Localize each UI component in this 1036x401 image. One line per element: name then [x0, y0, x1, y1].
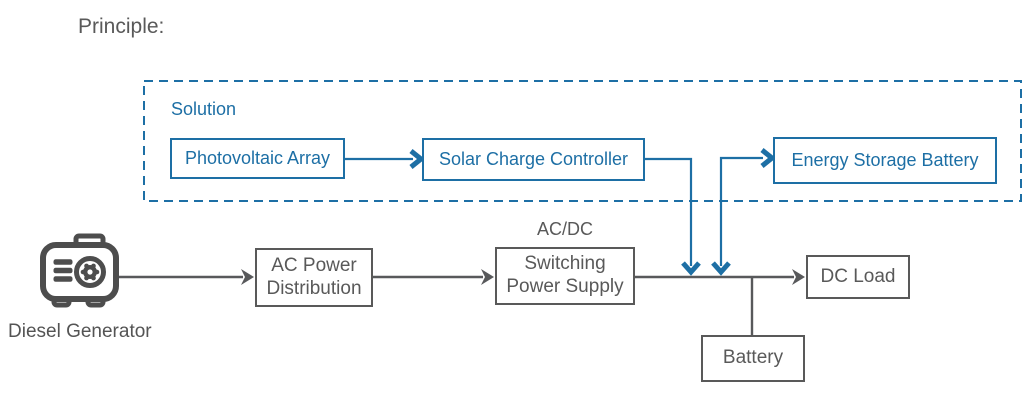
- ac-power-distribution-label-line2: Distribution: [266, 277, 362, 299]
- arrowhead-into-dcload: [792, 269, 805, 285]
- battery-label: Battery: [722, 347, 784, 369]
- connector-scc-to-busbar: [645, 157, 693, 266]
- photovoltaic-array-node: Photovoltaic Array: [170, 138, 345, 179]
- arrowhead-esb-down: [711, 261, 731, 276]
- diesel-generator-label: Diesel Generator: [8, 321, 152, 342]
- arrowhead-into-smps: [481, 269, 494, 285]
- solar-charge-controller-label: Solar Charge Controller: [438, 149, 629, 169]
- switching-power-supply-node: Switching Power Supply: [495, 247, 635, 305]
- photovoltaic-array-label: Photovoltaic Array: [184, 148, 331, 168]
- dc-load-label: DC Load: [820, 265, 896, 287]
- switching-power-supply-label-line2: Power Supply: [506, 276, 624, 297]
- dc-load-node: DC Load: [806, 255, 910, 299]
- ac-power-distribution-node: AC Power Distribution: [255, 248, 373, 307]
- solar-charge-controller-node: Solar Charge Controller: [422, 138, 645, 181]
- diesel-generator-icon: [40, 233, 119, 308]
- energy-storage-battery-label: Energy Storage Battery: [791, 150, 979, 170]
- arrowhead-into-acpd: [241, 269, 254, 285]
- ac-power-distribution-label-line1: AC Power: [271, 254, 357, 276]
- solution-group-border: [143, 80, 1022, 202]
- acdc-caption: AC/DC: [536, 219, 593, 239]
- energy-storage-battery-node: Energy Storage Battery: [773, 137, 997, 184]
- solution-group-label: Solution: [171, 99, 237, 119]
- arrowhead-into-scc: [409, 149, 426, 169]
- battery-node: Battery: [701, 335, 805, 382]
- switching-power-supply-label-line1: Switching: [524, 253, 606, 275]
- page-title: Principle:: [78, 15, 165, 38]
- connector-busbar-to-esb: [719, 156, 763, 266]
- arrowhead-scc-down: [681, 261, 701, 276]
- arrowhead-into-esb: [760, 148, 777, 168]
